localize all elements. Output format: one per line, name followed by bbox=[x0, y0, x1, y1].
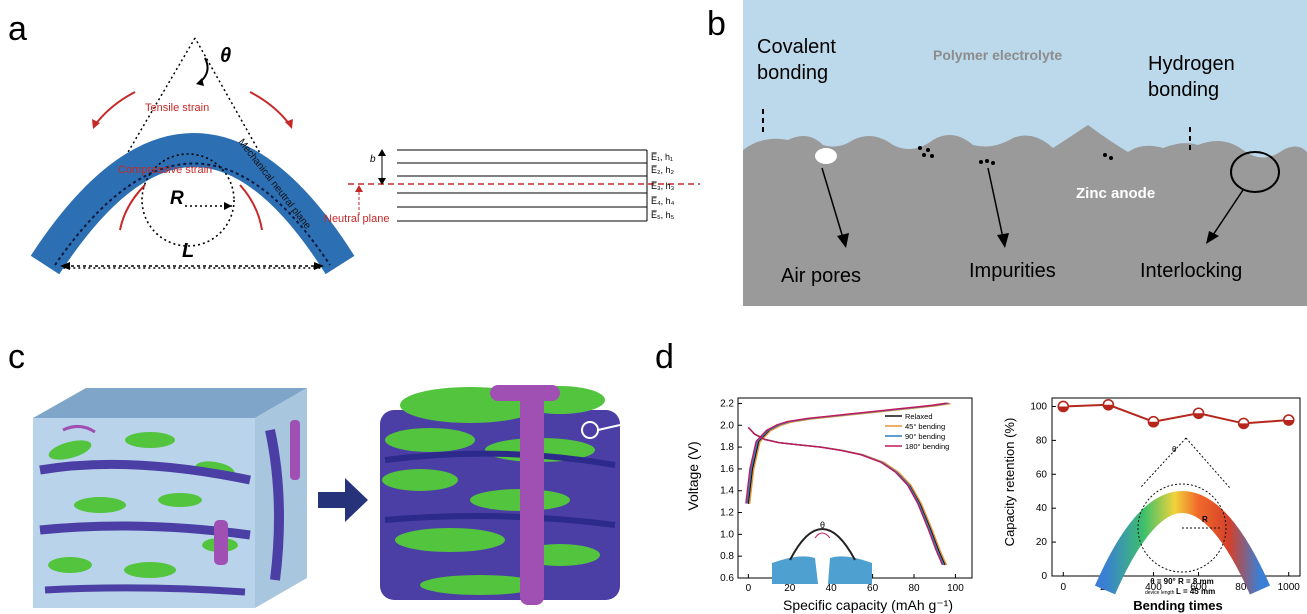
chart2-ylabel: Capacity retention (%) bbox=[1002, 418, 1017, 547]
inset2-caption2: L = 45 mm bbox=[1176, 587, 1215, 596]
polymer-electrolyte-label: Polymer electrolyte bbox=[933, 47, 1062, 63]
covalent-label-line1: Covalent bbox=[757, 36, 836, 58]
panel-letter-d: d bbox=[655, 338, 674, 376]
chart1-ytick-label: 1.8 bbox=[720, 442, 734, 453]
chart1-ytick-label: 1.4 bbox=[720, 486, 734, 497]
chart1-xtick-label: 20 bbox=[784, 583, 796, 594]
air-pores-label: Air pores bbox=[781, 265, 861, 287]
chart2-ytick-label: 80 bbox=[1036, 435, 1048, 446]
legend-label-2: 90° bending bbox=[905, 432, 945, 441]
layer-3-label: E̅₃, h₃ bbox=[651, 181, 675, 191]
chart2-ytick-label: 60 bbox=[1036, 469, 1048, 480]
neutral-plane-label: Neutral plane bbox=[324, 213, 389, 225]
chart1-ytick-label: 2.2 bbox=[720, 398, 734, 409]
chart1-xlabel: Specific capacity (mAh g⁻¹) bbox=[783, 597, 953, 613]
series-charge-3 bbox=[745, 402, 947, 504]
retention-point-fill bbox=[1238, 423, 1249, 429]
hydrogen-label-line2: bonding bbox=[1148, 79, 1219, 101]
cube-top bbox=[33, 388, 307, 418]
zinc-anode-region bbox=[743, 125, 1307, 306]
chart1-ytick-label: 2.0 bbox=[720, 420, 734, 431]
neutral-line bbox=[54, 162, 331, 266]
chart2-xtick-label: 600 bbox=[1190, 582, 1207, 593]
interlocking-circle bbox=[1230, 151, 1280, 193]
retention-point-fill bbox=[1283, 420, 1294, 426]
chart2-ytick-label: 40 bbox=[1036, 503, 1048, 514]
air-pore bbox=[815, 148, 837, 164]
bending-arc-inset: θ R θ = 90° R = 8 mm device length L = 4… bbox=[1094, 437, 1271, 596]
theta-label: θ bbox=[220, 45, 231, 67]
panel-c-structure-illustration bbox=[33, 385, 621, 608]
radius-label: R bbox=[170, 188, 184, 209]
chart2-xlabel: Bending times bbox=[1133, 598, 1223, 613]
impurities-label: Impurities bbox=[969, 260, 1056, 282]
inset2-caption1: θ = 90° R = 8 mm bbox=[1150, 577, 1214, 586]
chart2-xtick-label: 400 bbox=[1145, 582, 1162, 593]
series-discharge-3 bbox=[747, 426, 944, 566]
legend-label-1: 45° bending bbox=[905, 422, 945, 431]
legend-label-3: 180° bending bbox=[905, 442, 949, 451]
panel-b-interface-diagram: Covalent bonding Polymer electrolyte Hyd… bbox=[743, 0, 1307, 306]
chart1-xtick-label: 0 bbox=[746, 583, 752, 594]
interlocking-label: Interlocking bbox=[1140, 260, 1242, 282]
chart1-ylabel: Voltage (V) bbox=[685, 441, 701, 510]
panel-a-bending-diagram: θ Tensile strain Compressive strain Mech… bbox=[30, 37, 700, 275]
layer-1-label: E̅₁, h₁ bbox=[651, 152, 673, 162]
chart1-ytick-label: 0.6 bbox=[720, 573, 734, 584]
chart2-xtick-label: 1000 bbox=[1278, 582, 1301, 593]
chart2-plot-frame bbox=[1051, 397, 1301, 577]
panel-letter-b: b bbox=[707, 5, 726, 43]
bent-film bbox=[30, 133, 355, 275]
panel-letter-a: a bbox=[8, 10, 27, 48]
layer-5-label: E̅₅, h₅ bbox=[651, 210, 675, 220]
retention-point-fill bbox=[1148, 421, 1159, 427]
b-label: b bbox=[370, 154, 376, 165]
legend-label-0: Relaxed bbox=[905, 412, 933, 421]
panel-letter-c: c bbox=[8, 338, 25, 376]
layer-2-label: E̅₂, h₂ bbox=[651, 165, 675, 175]
covalent-label-line2: bonding bbox=[757, 62, 828, 84]
inset2-theta: θ bbox=[1172, 445, 1177, 454]
compressive-strain-label: Compressive strain bbox=[118, 164, 212, 176]
layer-4-label: E̅₄, h₄ bbox=[651, 196, 675, 206]
chart1-xtick-label: 100 bbox=[947, 583, 964, 594]
chart2-xtick-label: 0 bbox=[1060, 582, 1066, 593]
tensile-strain-label: Tensile strain bbox=[145, 102, 209, 114]
chart2-xtick-label: 800 bbox=[1235, 582, 1252, 593]
chart1-xtick-label: 80 bbox=[908, 583, 920, 594]
hydrogen-label-line1: Hydrogen bbox=[1148, 53, 1235, 75]
length-label: L bbox=[182, 240, 194, 262]
chart1-xtick-label: 40 bbox=[826, 583, 838, 594]
chart1-xtick-label: 60 bbox=[867, 583, 879, 594]
chart2-ytick-label: 0 bbox=[1041, 571, 1047, 582]
chart2-ytick-label: 100 bbox=[1030, 401, 1047, 412]
bending-photo-inset: θ bbox=[772, 514, 872, 584]
zinc-anode-label: Zinc anode bbox=[1076, 185, 1155, 202]
chart2-ytick-label: 20 bbox=[1036, 537, 1048, 548]
retention-point-fill bbox=[1193, 413, 1204, 419]
inset-theta-label: θ bbox=[820, 520, 825, 530]
inset2-caption2-small: device length bbox=[1145, 590, 1175, 596]
retention-point-fill bbox=[1103, 404, 1114, 410]
chart1-ytick-label: 1.6 bbox=[720, 464, 734, 475]
inset2-R: R bbox=[1202, 515, 1208, 524]
bending-circle bbox=[141, 153, 235, 247]
chart1-ytick-label: 1.2 bbox=[720, 508, 734, 519]
layer-stack: b Neutral plane E̅₁, h₁ E̅₂, h₂ E̅₃, h₃ … bbox=[324, 149, 700, 225]
retention-point-fill bbox=[1058, 406, 1069, 412]
chart1-ytick-label: 1.0 bbox=[720, 529, 734, 540]
transform-arrow bbox=[318, 478, 368, 522]
retention-line bbox=[1063, 403, 1289, 425]
chart1-ytick-label: 0.8 bbox=[720, 551, 734, 562]
